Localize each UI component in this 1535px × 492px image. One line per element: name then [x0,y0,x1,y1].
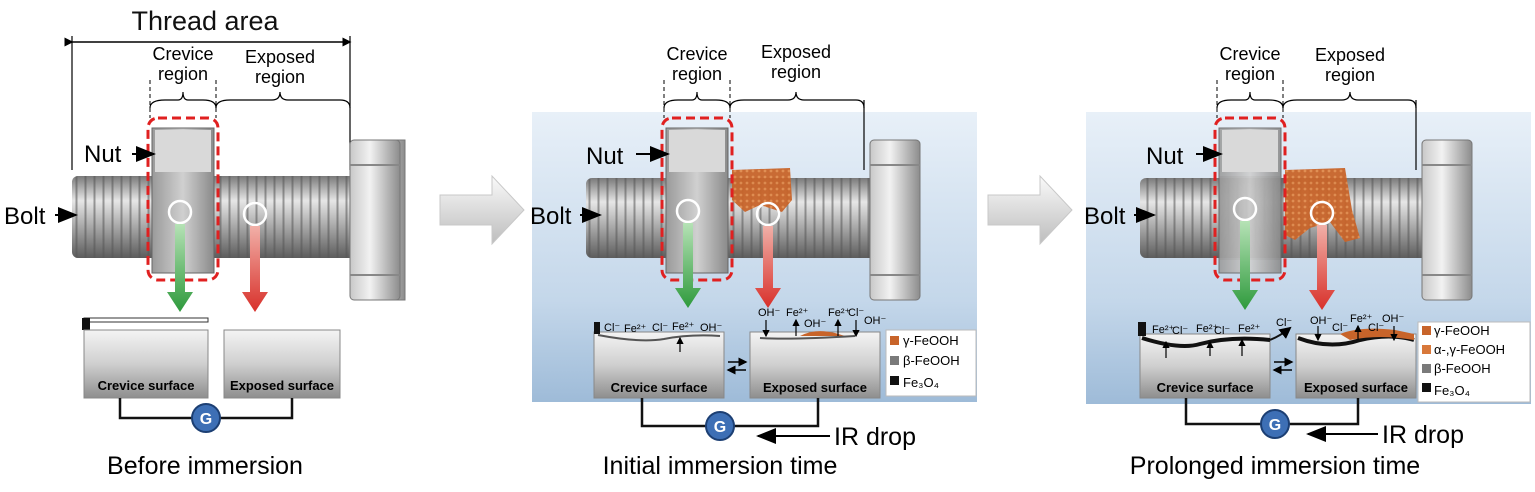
crevice-region-label-1: Crevice [152,44,213,64]
legend-item: Fe₃O₄ [903,375,939,390]
transition-arrow [439,174,525,246]
panel-caption: Prolonged immersion time [1130,452,1420,480]
bolt-label: Bolt [530,203,572,230]
ion-label: OH⁻ [1382,313,1405,325]
ion-label: Cl⁻ [1276,317,1292,329]
ion-label: Cl⁻ [604,322,620,334]
crevice-surface-label: Crevice surface [1157,380,1254,395]
ion-label: OH⁻ [1310,315,1333,327]
panel-caption: Before immersion [107,452,303,480]
ion-label: OH⁻ [864,315,887,327]
panel-caption: Initial immersion time [603,452,838,480]
exposed-region-label-2: region [771,62,821,82]
ion-label: OH⁻ [700,322,723,334]
ir-drop-label: IR drop [1382,421,1464,449]
exposed-arrow [755,226,781,308]
crevice-arrow [675,223,701,308]
crevice-region-label-2: region [158,64,208,84]
panel-before-immersion: Thread area Crevice region Exposed regio… [4,6,406,480]
crevice-arrow [1232,221,1258,310]
crevice-surface-label: Crevice surface [611,380,708,395]
ion-label: Cl⁻ [1368,322,1384,334]
ion-label: Cl⁻ [848,307,864,319]
exposed-region-label-1: Exposed [245,47,315,67]
galvanometer-label: G [200,411,212,428]
legend-item: γ-FeOOH [903,333,959,348]
ion-label: Fe²⁺ [828,307,851,319]
legend-item: γ-FeOOH [1434,323,1490,338]
exposed-surface-label: Exposed surface [763,380,867,395]
panel-prolonged-immersion: Crevice region Exposed region Bolt Nut [1084,44,1531,480]
ir-drop-label: IR drop [834,423,916,451]
exposed-surface-label: Exposed surface [230,378,334,393]
nut-label: Nut [84,141,122,168]
exposed-surface-label: Exposed surface [1304,380,1408,395]
bolt-label: Bolt [4,203,46,230]
exposed-arrow [242,226,268,312]
exposed-region-label-1: Exposed [761,42,831,62]
ion-label: Fe²⁺ [624,323,647,335]
crevice-surface-label: Crevice surface [98,378,195,393]
nut-label: Nut [586,143,624,170]
crevice-region-label-1: Crevice [1219,44,1280,64]
ion-label: Cl⁻ [652,322,668,334]
ion-label: Fe²⁺ [1238,323,1261,335]
crevice-arrow [167,224,193,312]
ion-label: Fe²⁺ [1152,324,1175,336]
ion-label: Cl⁻ [1214,325,1230,337]
legend-item: α-,γ-FeOOH [1434,342,1505,357]
ion-label: OH⁻ [804,318,827,330]
galvanometer-label: G [1269,417,1281,434]
bolt-label: Bolt [1084,203,1126,230]
thread-area-label: Thread area [131,6,279,36]
ion-label: Fe²⁺ [1350,313,1373,325]
ion-label: Fe²⁺ [786,307,809,319]
ion-label: Cl⁻ [1332,322,1348,334]
legend-item: β-FeOOH [1434,361,1491,376]
galvanometer-label: G [714,419,726,436]
legend-item: β-FeOOH [903,353,960,368]
exposed-region-label-2: region [255,67,305,87]
ion-label: Fe²⁺ [672,321,695,333]
exposed-arrow [1309,225,1335,310]
panel-initial-immersion: Crevice region Exposed region Bolt Nut [530,42,977,480]
exposed-region-label-2: region [1325,65,1375,85]
nut-label: Nut [1146,143,1184,170]
legend-item: Fe₃O₄ [1434,383,1470,398]
transition-arrow [987,174,1073,246]
ion-label: Fe²⁺ [1196,323,1219,335]
crevice-region-label-1: Crevice [666,44,727,64]
ion-label: Cl⁻ [1172,325,1188,337]
crevice-region-label-2: region [672,64,722,84]
ion-label: OH⁻ [758,307,781,319]
crevice-region-label-2: region [1225,64,1275,84]
exposed-region-label-1: Exposed [1315,45,1385,65]
